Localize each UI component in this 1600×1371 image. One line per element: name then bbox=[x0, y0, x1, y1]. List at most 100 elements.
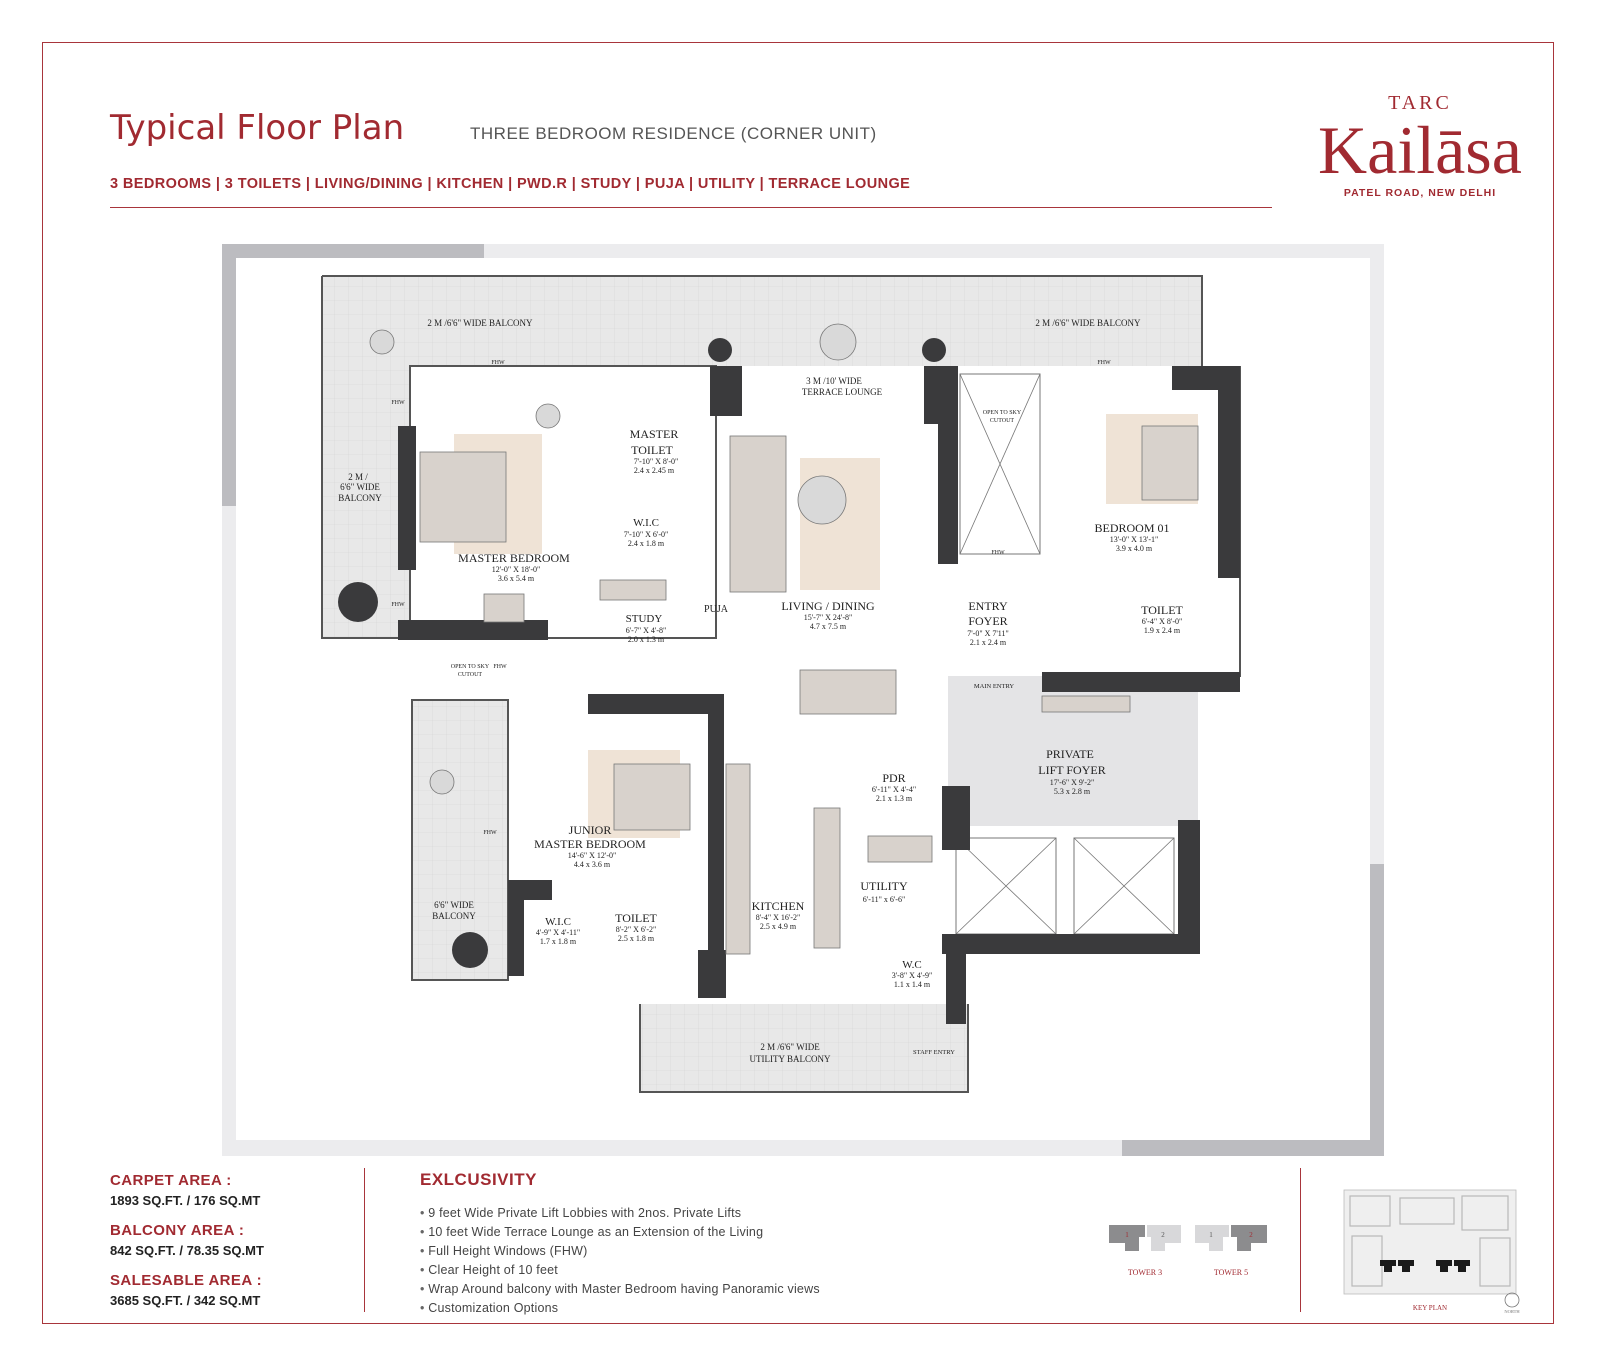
keyplan-block-5 bbox=[1479, 1237, 1511, 1287]
label-living: LIVING / DINING bbox=[781, 599, 875, 613]
balcony-area-label: BALCONY AREA : bbox=[110, 1222, 245, 1239]
wall-wic-top bbox=[524, 880, 552, 900]
exclusivity-list: 9 feet Wide Private Lift Lobbies with 2n… bbox=[420, 1206, 820, 1315]
features-line: 3 BEDROOMS | 3 TOILETS | LIVING/DINING |… bbox=[110, 176, 911, 192]
label-kitchen: KITCHEN bbox=[752, 899, 805, 913]
label-cutout-2b: CUTOUT bbox=[458, 672, 483, 678]
plan-frame-accent-bottom bbox=[1122, 1140, 1384, 1156]
entry-console bbox=[1041, 695, 1131, 713]
label-balcony-top-right: 2 M /6'6" WIDE BALCONY bbox=[1035, 318, 1141, 328]
tower-5-unit-1 bbox=[1195, 1225, 1229, 1251]
label-terrace-l2: TERRACE LOUNGE bbox=[802, 387, 883, 397]
label-fhw-5: FHW bbox=[991, 550, 1005, 556]
label-utility: UTILITY bbox=[860, 879, 908, 893]
label-cutout-1b: CUTOUT bbox=[990, 418, 1015, 424]
exclusivity-item: 9 feet Wide Private Lift Lobbies with 2n… bbox=[420, 1206, 820, 1220]
label-utility-balcony-l1: 2 M /6'6" WIDE bbox=[760, 1042, 820, 1052]
kitchen-island bbox=[813, 807, 841, 949]
wall-lift-left bbox=[942, 786, 970, 850]
label-utility-dim: 6'-11" x 6'-6" bbox=[863, 895, 905, 904]
label-balcony-top-left: 2 M /6'6" WIDE BALCONY bbox=[427, 318, 533, 328]
compass-icon bbox=[1504, 1292, 1520, 1308]
label-toilet-bottom: TOILET bbox=[615, 911, 657, 925]
label-junior-dim: 14'-6" X 12'-0" bbox=[568, 851, 617, 860]
divider-2 bbox=[1300, 1168, 1301, 1312]
label-bedroom01-m: 3.9 x 4.0 m bbox=[1116, 544, 1153, 553]
tower-diagrams: 1 2 1 2 TOWER 3 TOWER 5 bbox=[1109, 1225, 1267, 1277]
label-wic-top: W.I.C bbox=[633, 517, 659, 529]
label-balcony-left2-l2: BALCONY bbox=[432, 911, 476, 921]
label-fhw-3: FHW bbox=[391, 400, 405, 406]
exclusivity-item: Customization Options bbox=[420, 1301, 820, 1315]
plant-3 bbox=[922, 338, 946, 362]
exclusivity-item: Clear Height of 10 feet bbox=[420, 1263, 820, 1277]
plan-frame-accent-left bbox=[222, 244, 236, 506]
label-master-toilet-dim: 7'-10" X 8'-0" bbox=[634, 457, 679, 466]
label-wc: W.C bbox=[902, 959, 921, 971]
label-entry-l1: ENTRY bbox=[968, 599, 1008, 613]
outline-upper bbox=[321, 275, 1203, 639]
tower-3-shape bbox=[1109, 1225, 1181, 1251]
label-wic-bottom-dim: 4'-9" X 4'-11" bbox=[536, 928, 580, 937]
label-bedroom01: BEDROOM 01 bbox=[1094, 521, 1169, 535]
label-wic-bottom-m: 1.7 x 1.8 m bbox=[540, 937, 577, 946]
label-toilet-right: TOILET bbox=[1141, 603, 1183, 617]
exclusivity-section: EXLCUSIVITY 9 feet Wide Private Lift Lob… bbox=[420, 1170, 820, 1320]
balcony-left bbox=[322, 276, 410, 638]
page-subtitle: THREE BEDROOM RESIDENCE (CORNER UNIT) bbox=[470, 124, 877, 143]
label-junior-l1: JUNIOR bbox=[569, 823, 612, 837]
label-toilet-right-dim: 6'-4" X 8'-0" bbox=[1142, 617, 1183, 626]
bed-bedroom01 bbox=[1141, 425, 1199, 501]
label-living-m: 4.7 x 7.5 m bbox=[810, 622, 847, 631]
label-toilet-bottom-dim: 8'-2" X 6'-2" bbox=[616, 925, 657, 934]
plant-2 bbox=[708, 338, 732, 362]
tower-3-num-1: 1 bbox=[1125, 1231, 1129, 1239]
terrace-table bbox=[819, 323, 857, 361]
salesable-area-label: SALESABLE AREA : bbox=[110, 1272, 262, 1289]
label-study-m: 2.0 x 1.3 m bbox=[628, 635, 665, 644]
label-cutout-2: OPEN TO SKY bbox=[451, 664, 490, 670]
label-balcony-left2-l1: 6'6" WIDE bbox=[434, 900, 474, 910]
label-staff-entry: STAFF ENTRY bbox=[913, 1049, 955, 1056]
north-label: NORTH bbox=[1504, 1309, 1520, 1314]
carpet-area-label: CARPET AREA : bbox=[110, 1172, 232, 1189]
kitchen-counter bbox=[725, 763, 751, 955]
label-fhw-6: FHW bbox=[493, 664, 507, 670]
label-master-bedroom-dim: 12'-0" X 18'-0" bbox=[492, 565, 541, 574]
salesable-area-value: 3685 SQ.FT. / 342 SQ.MT bbox=[110, 1293, 261, 1308]
header-divider bbox=[110, 207, 1272, 208]
keyplan-site bbox=[1343, 1189, 1517, 1295]
coffee-table bbox=[797, 475, 847, 525]
study-table bbox=[599, 579, 667, 601]
page-title: Typical Floor Plan bbox=[110, 108, 405, 148]
keyplan-label: KEY PLAN bbox=[1413, 1304, 1447, 1312]
keyplan-block-2 bbox=[1399, 1197, 1455, 1225]
keyplan-tower-5 bbox=[1436, 1260, 1470, 1272]
label-living-dim: 15'-7" X 24'-8" bbox=[804, 613, 853, 622]
label-main-entry: MAIN ENTRY bbox=[974, 683, 1015, 690]
label-terrace-l1: 3 M /10' WIDE bbox=[806, 376, 862, 386]
wall-kitchen-left bbox=[698, 950, 726, 998]
label-wic-top-dim: 7'-10" X 6'-0" bbox=[624, 530, 669, 539]
wall-wc-right bbox=[946, 954, 966, 1024]
label-kitchen-dim: 8'-4" X 16'-2" bbox=[756, 913, 801, 922]
bed-junior bbox=[613, 763, 691, 831]
tower-3-label: TOWER 3 bbox=[1128, 1268, 1162, 1277]
floor-plan: 2 M /6'6" WIDE BALCONY 2 M /6'6" WIDE BA… bbox=[222, 244, 1384, 1156]
label-junior-m: 4.4 x 3.6 m bbox=[574, 860, 611, 869]
utility-counter bbox=[867, 835, 933, 863]
label-private-l1: PRIVATE bbox=[1046, 747, 1094, 761]
tower-5-unit-2 bbox=[1231, 1225, 1267, 1251]
wall-mid-2 bbox=[924, 366, 958, 424]
area-stats: CARPET AREA : 1893 SQ.FT. / 176 SQ.MT BA… bbox=[110, 1172, 350, 1322]
label-wc-m: 1.1 x 1.4 m bbox=[894, 980, 931, 989]
label-utility-balcony-l2: UTILITY BALCONY bbox=[750, 1054, 831, 1064]
label-entry-l2: FOYER bbox=[968, 614, 1007, 628]
label-pdr: PDR bbox=[882, 771, 905, 785]
sofa-living bbox=[729, 435, 787, 593]
wall-master-bottom bbox=[398, 620, 548, 640]
wall-wic-left bbox=[508, 880, 524, 976]
label-cutout-1: OPEN TO SKY bbox=[983, 410, 1022, 416]
label-kitchen-m: 2.5 x 4.9 m bbox=[760, 922, 797, 931]
label-entry-dim: 7'-0" X 7'11" bbox=[967, 629, 1009, 638]
